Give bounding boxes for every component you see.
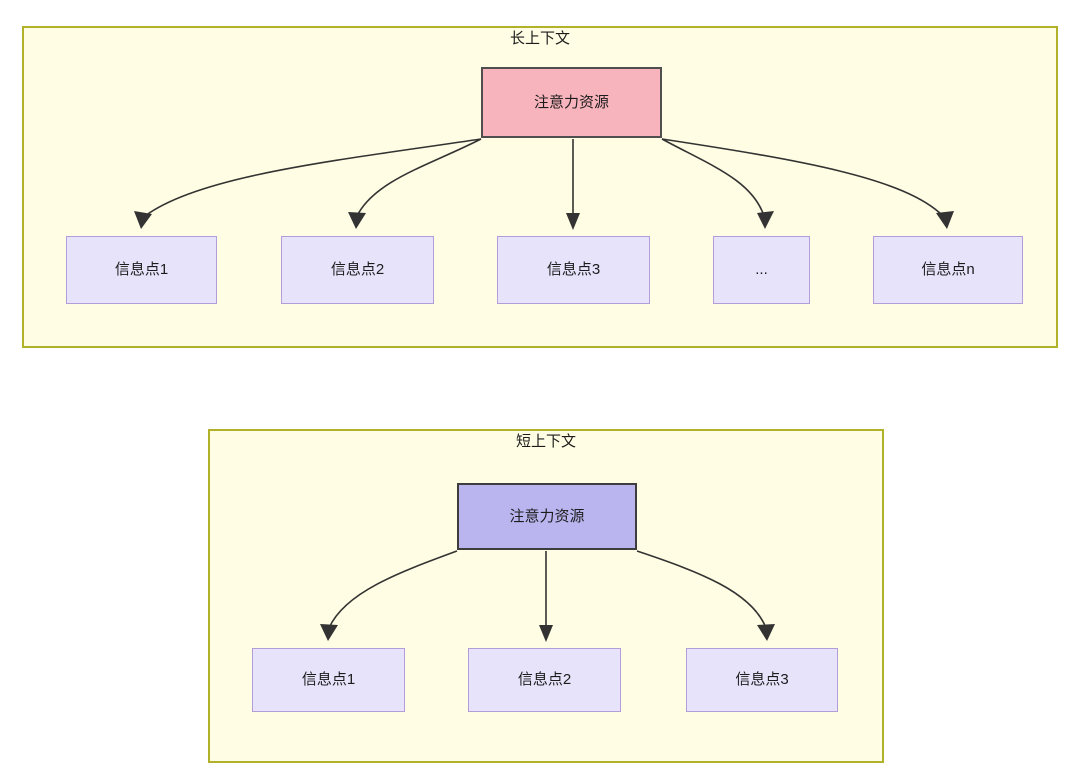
node-info-long-1-label: 信息点1 xyxy=(114,261,169,278)
node-attention-long[interactable]: 注意力资源 xyxy=(481,67,662,138)
node-info-long-n[interactable]: 信息点n xyxy=(873,236,1023,304)
node-attention-short-label: 注意力资源 xyxy=(509,507,585,525)
node-info-short-2-label: 信息点2 xyxy=(517,671,572,688)
node-info-short-1-label: 信息点1 xyxy=(301,671,356,688)
group-short-context xyxy=(208,429,884,763)
node-info-long-1[interactable]: 信息点1 xyxy=(66,236,217,304)
node-info-long-ellipsis-label: ... xyxy=(755,261,768,278)
node-info-long-n-label: 信息点n xyxy=(921,261,975,278)
node-info-long-3[interactable]: 信息点3 xyxy=(497,236,650,304)
node-info-short-1[interactable]: 信息点1 xyxy=(252,648,405,712)
group-long-context-title: 长上下文 xyxy=(509,30,570,47)
node-attention-long-label: 注意力资源 xyxy=(533,93,609,111)
node-attention-short[interactable]: 注意力资源 xyxy=(457,483,637,550)
group-short-context-title: 短上下文 xyxy=(515,433,576,450)
node-info-long-2[interactable]: 信息点2 xyxy=(281,236,434,304)
node-info-short-3[interactable]: 信息点3 xyxy=(686,648,838,712)
node-info-short-3-label: 信息点3 xyxy=(735,671,789,688)
node-info-long-ellipsis[interactable]: ... xyxy=(713,236,810,304)
node-info-long-3-label: 信息点3 xyxy=(546,261,601,278)
node-info-short-2[interactable]: 信息点2 xyxy=(468,648,621,712)
node-info-long-2-label: 信息点2 xyxy=(330,261,385,278)
